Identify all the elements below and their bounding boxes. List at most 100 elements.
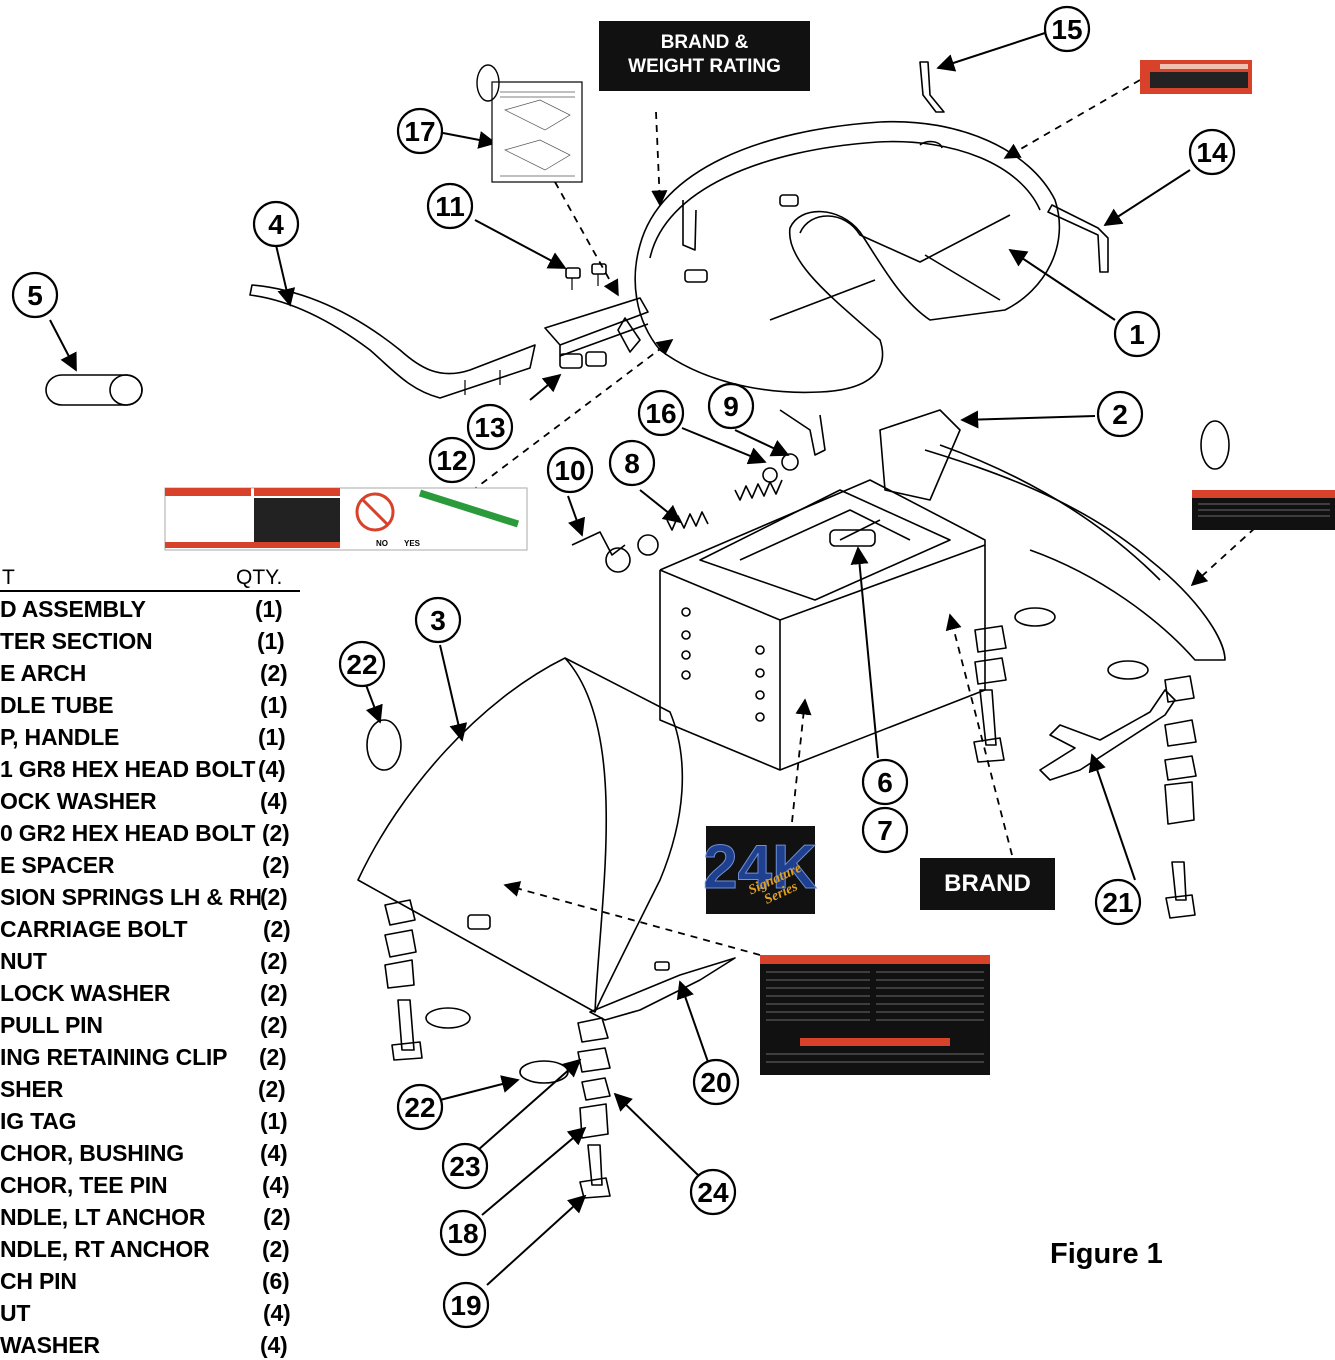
callout-number-11: 11 xyxy=(435,191,465,222)
part-description: IG TAG xyxy=(0,1108,77,1134)
arrow-5 xyxy=(49,319,77,372)
callout-number-2: 2 xyxy=(1112,399,1128,430)
brand-weight-line-1: BRAND & xyxy=(660,32,749,53)
part-quantity: (4) xyxy=(258,756,286,782)
springs-part xyxy=(734,479,783,501)
callout-number-21: 21 xyxy=(1102,887,1133,918)
anchor-stack-left xyxy=(384,899,471,1061)
parts-table-row: D ASSEMBLY(1) xyxy=(0,592,300,624)
parts-table-row: DLE TUBE(1) xyxy=(0,688,300,720)
leader-decal-left xyxy=(439,339,674,516)
part-description: CH PIN xyxy=(0,1268,77,1294)
callout-number-12: 12 xyxy=(436,445,467,476)
callout-number-22: 22 xyxy=(346,649,377,680)
callout-number-9: 9 xyxy=(723,391,739,422)
part-description: NDLE, LT ANCHOR xyxy=(0,1204,206,1230)
parts-table-row: CHOR, TEE PIN(4) xyxy=(0,1168,300,1200)
parts-table-row: CARRIAGE BOLT(2) xyxy=(0,912,300,944)
callout-number-17: 17 xyxy=(404,116,435,147)
callout-circle-22 xyxy=(396,1083,444,1131)
retaining-clip-left xyxy=(366,719,402,771)
arrow-3 xyxy=(439,644,468,742)
part-quantity: (1) xyxy=(258,724,286,750)
part-description: UT xyxy=(0,1300,31,1326)
parts-table-row: E ARCH(2) xyxy=(0,656,300,688)
callout-circle-7 xyxy=(861,806,909,854)
arrow-13 xyxy=(529,373,562,401)
callout-number-20: 20 xyxy=(700,1067,731,1098)
part-quantity: (4) xyxy=(260,1332,288,1358)
leader-warning-top xyxy=(1003,79,1141,159)
callout-number-1: 1 xyxy=(1129,319,1145,350)
arrow-18 xyxy=(481,1126,587,1216)
side-arch-part xyxy=(357,657,736,1021)
part-description: NDLE, RT ANCHOR xyxy=(0,1236,210,1262)
parts-table-row: E SPACER(2) xyxy=(0,848,300,880)
part-description: 1 GR8 HEX HEAD BOLT xyxy=(0,756,256,782)
callout-number-22: 22 xyxy=(404,1092,435,1123)
part-quantity: (2) xyxy=(263,1204,291,1230)
anchor-stack-right xyxy=(1164,675,1197,919)
part-quantity: (1) xyxy=(260,692,288,718)
arrow-11 xyxy=(474,219,567,269)
part-14-pin xyxy=(1047,204,1109,273)
retaining-clip-right xyxy=(1200,420,1230,470)
callout-circle-5 xyxy=(11,271,59,319)
part-quantity: (2) xyxy=(262,852,290,878)
parts-list-table: T QTY. D ASSEMBLY(1)TER SECTION(1)E ARCH… xyxy=(0,566,300,1360)
part-quantity: (6) xyxy=(262,1268,290,1294)
part-description: PULL PIN xyxy=(0,1012,103,1038)
qty-column-header: QTY. xyxy=(236,566,283,589)
parts-table-row: 0 GR2 HEX HEAD BOLT(2) xyxy=(0,816,300,848)
leader-warning-right xyxy=(1190,527,1256,587)
arrow-16 xyxy=(681,427,767,465)
parts-table-row: PULL PIN(2) xyxy=(0,1008,300,1040)
parts-table-header: T QTY. xyxy=(0,566,300,592)
parts-table-row: P, HANDLE (1) xyxy=(0,720,300,752)
part-description: OCK WASHER xyxy=(0,788,157,814)
callout-circle-11 xyxy=(426,182,474,230)
callout-circle-24 xyxy=(689,1168,737,1216)
leader-brand-weight xyxy=(651,111,668,207)
center-section-part xyxy=(659,409,1226,771)
parts-table-row: LOCK WASHER(2) xyxy=(0,976,300,1008)
callout-number-4: 4 xyxy=(268,209,284,240)
callout-circle-1 xyxy=(1113,310,1161,358)
callout-circle-4 xyxy=(252,200,300,248)
part-quantity: (1) xyxy=(260,1108,288,1134)
part-quantity: (2) xyxy=(259,1044,287,1070)
callout-number-6: 6 xyxy=(877,767,893,798)
part-quantity: (1) xyxy=(255,596,283,622)
callout-circle-17 xyxy=(396,107,444,155)
part-description: NUT xyxy=(0,948,47,974)
decal-no-text: NO xyxy=(376,539,388,548)
anchor-handle-part xyxy=(1039,689,1176,781)
parts-table-row: UT(4) xyxy=(0,1296,300,1328)
part-quantity: (2) xyxy=(260,980,288,1006)
callout-number-18: 18 xyxy=(447,1218,478,1249)
callout-number-24: 24 xyxy=(697,1177,729,1208)
part-description: 0 GR2 HEX HEAD BOLT xyxy=(0,820,256,846)
arrow-23 xyxy=(477,1058,582,1151)
parts-table-row: NUT(2) xyxy=(0,944,300,976)
callout-circle-14 xyxy=(1188,128,1236,176)
part-quantity: (2) xyxy=(263,916,291,942)
callout-number-10: 10 xyxy=(554,455,585,486)
callout-number-5: 5 xyxy=(27,280,43,311)
part-quantity: (2) xyxy=(262,820,290,846)
24k-badge: 24K Signature Series xyxy=(703,826,818,914)
handle-grip-part xyxy=(45,374,143,406)
part-description: P, HANDLE xyxy=(0,724,120,750)
arrow-22b xyxy=(439,1075,520,1101)
leader-warning-bottom xyxy=(503,881,761,956)
callout-circle-21 xyxy=(1094,878,1142,926)
callout-circle-9 xyxy=(707,382,755,430)
handle-tube-part xyxy=(249,284,536,399)
warning-decal-top xyxy=(1140,60,1252,94)
bracket-part xyxy=(544,297,649,357)
head-assembly-part xyxy=(634,120,1061,394)
part-column-header: T xyxy=(2,566,15,589)
part-quantity: (2) xyxy=(262,1236,290,1262)
arrow-10 xyxy=(567,495,585,537)
